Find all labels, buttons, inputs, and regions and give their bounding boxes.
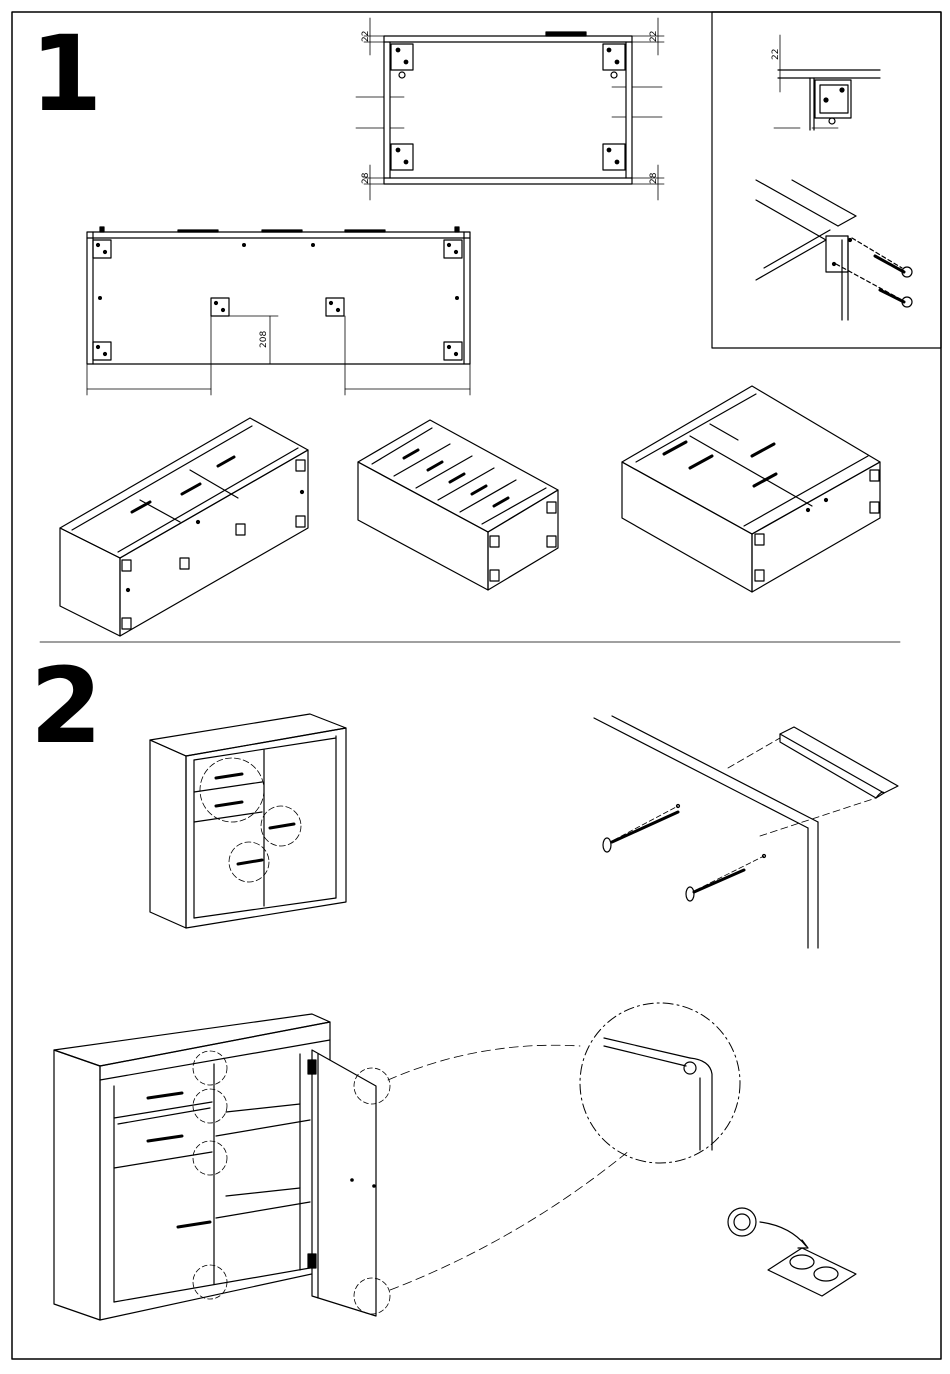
handle-bolt-icon bbox=[686, 855, 766, 902]
corner-bracket-icon bbox=[211, 298, 229, 316]
corner-bracket-icon bbox=[444, 342, 462, 360]
corner-bracket-icon bbox=[755, 470, 879, 581]
zoom-guide-lower bbox=[390, 1150, 630, 1290]
dim-top-right: 22 bbox=[649, 31, 659, 42]
dim-top-left: 22 bbox=[361, 31, 371, 42]
magnified-hinge-detail bbox=[580, 1003, 740, 1163]
corner-bracket-icon bbox=[391, 144, 413, 170]
screw-icon bbox=[852, 238, 912, 277]
detail-bracket-closeup bbox=[774, 35, 880, 130]
bottom-plan-view bbox=[87, 227, 470, 395]
corner-bracket-icon bbox=[444, 240, 462, 258]
handle-icon bbox=[780, 727, 898, 798]
corner-bracket-icon bbox=[603, 44, 625, 78]
cabinet-open-view bbox=[54, 1014, 390, 1320]
dim-bracket-height: 208 bbox=[259, 331, 269, 348]
cabinet-front-view bbox=[150, 714, 346, 928]
dim-detail: 22 bbox=[771, 49, 781, 60]
zoom-guide-upper bbox=[388, 1045, 580, 1080]
dim-bottom-right: 28 bbox=[649, 172, 659, 184]
step-1-number: 1 bbox=[30, 13, 102, 135]
isometric-cabinet-drawers bbox=[358, 420, 558, 590]
isometric-cabinet-wide bbox=[622, 386, 880, 592]
corner-bracket-icon bbox=[93, 240, 111, 258]
felt-pad-icon bbox=[728, 1208, 856, 1296]
handle-bolt-icon bbox=[603, 805, 680, 853]
detail-screw-assembly bbox=[756, 180, 912, 320]
corner-bracket-icon bbox=[391, 44, 413, 78]
step-2-number: 2 bbox=[30, 645, 102, 767]
corner-bracket-icon bbox=[326, 298, 344, 316]
page-border bbox=[12, 12, 941, 1359]
corner-bracket-icon bbox=[93, 342, 111, 360]
corner-bracket-icon bbox=[603, 144, 625, 170]
isometric-cabinet-long bbox=[60, 418, 308, 636]
dim-bottom-left: 28 bbox=[361, 172, 371, 184]
top-plan-view bbox=[356, 18, 664, 200]
handle-mounting-detail bbox=[594, 716, 898, 948]
